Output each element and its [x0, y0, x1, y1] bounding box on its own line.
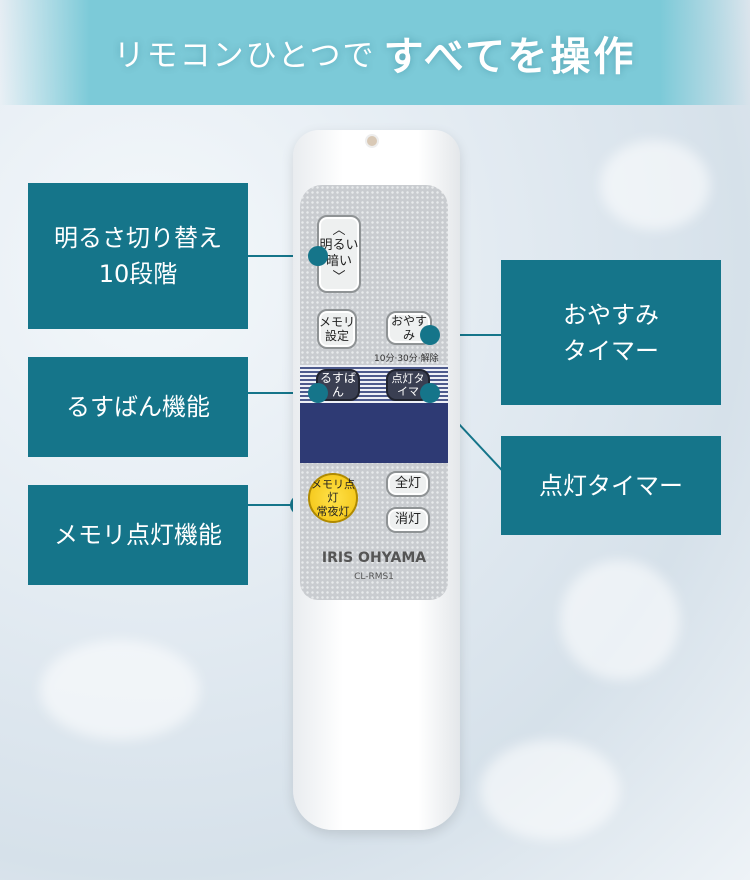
- header-banner: リモコンひとつで すべてを操作: [0, 0, 750, 105]
- darker-label: 暗い: [325, 254, 352, 269]
- marker-dot: [308, 383, 328, 403]
- header-title-bold: すべてを操作: [383, 33, 637, 80]
- callout-sleep: おやすみ タイマー: [501, 260, 721, 405]
- callout-away: るすばん機能: [28, 357, 248, 457]
- marker-dot: [420, 325, 440, 345]
- off-button[interactable]: 消灯: [386, 507, 430, 533]
- chevron-up-icon: ︿: [332, 222, 346, 238]
- connector-line: [248, 504, 300, 506]
- callout-brightness: 明るさ切り替え 10段階: [28, 183, 248, 329]
- sleep-note: 10分·30分·解除: [374, 354, 439, 364]
- memory-on-button[interactable]: メモリ点灯 常夜灯: [308, 473, 358, 523]
- brighter-label: 明るい: [319, 238, 359, 254]
- memory-set-button[interactable]: メモリ 設定: [317, 309, 357, 349]
- marker-dot: [308, 246, 328, 266]
- navy-band: [300, 403, 448, 463]
- brand-logo: IRIS OHYAMA: [321, 550, 427, 566]
- all-on-button[interactable]: 全灯: [386, 471, 430, 497]
- chevron-down-icon: ﹀: [332, 269, 346, 285]
- marker-dot: [420, 383, 440, 403]
- connector-line: [430, 334, 501, 336]
- model-number: CL-RMS1: [354, 572, 394, 582]
- callout-on-timer: 点灯タイマー: [501, 436, 721, 535]
- remote-control: ︿ 明るい 暗い ﹀ メモリ 設定 おやすみ 10分·30分·解除 るすばん 点…: [293, 130, 460, 830]
- connector-line: [248, 392, 318, 394]
- header-title-light: リモコンひとつで: [113, 38, 376, 74]
- connector-line: [248, 255, 318, 257]
- remote-sensor: [365, 134, 379, 148]
- callout-memory: メモリ点灯機能: [28, 485, 248, 585]
